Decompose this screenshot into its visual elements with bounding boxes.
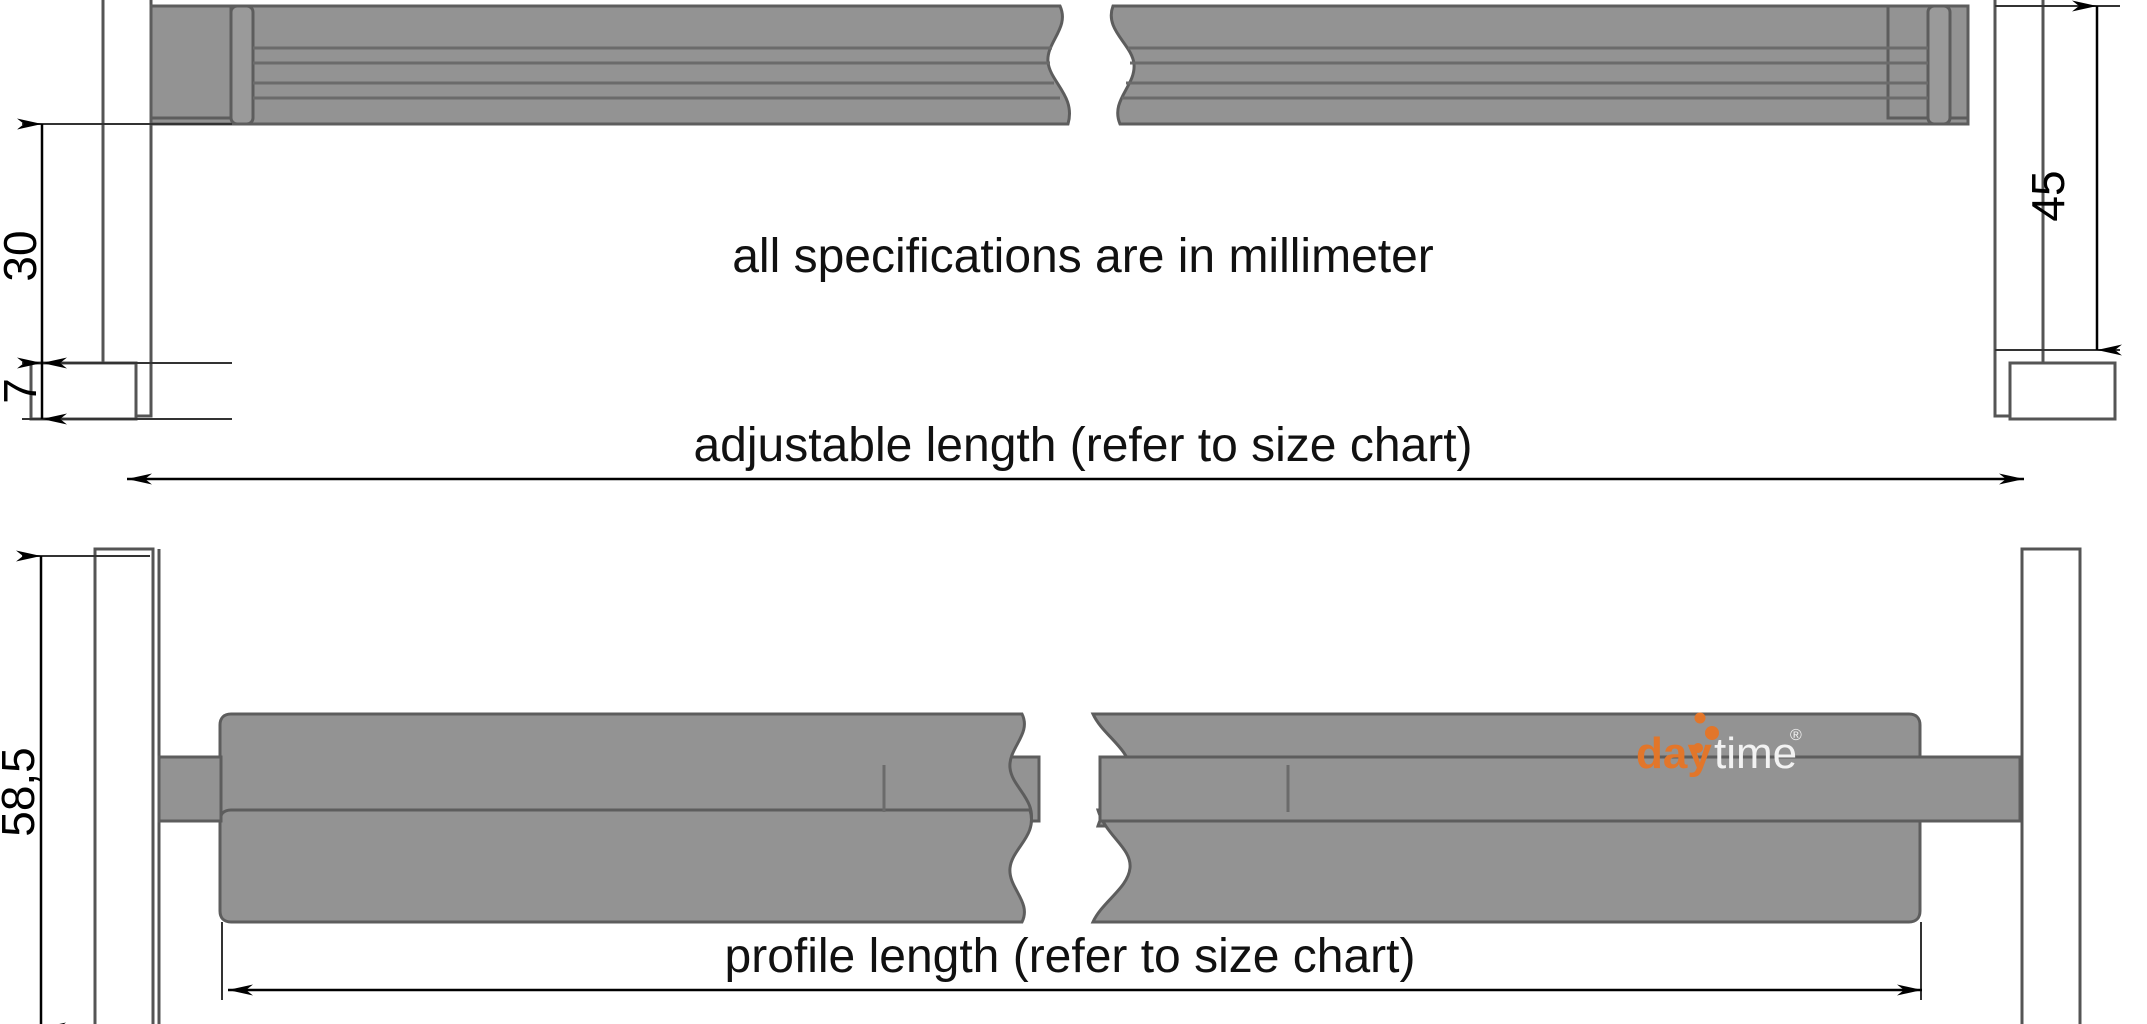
dimension-adjustable-length: adjustable length (refer to size chart) (127, 419, 2024, 485)
logo-text-time: time (1714, 729, 1797, 778)
logo-dot-small (1694, 712, 1706, 724)
top-view-left-bracket (229, 4, 255, 126)
top-view-right-endcap (1993, 0, 2045, 418)
front-view-web-right (1098, 755, 2022, 823)
logo-text-day: day (1636, 729, 1712, 778)
top-view-right-bracket (1926, 4, 1952, 126)
top-view-group: 30 7 45 all specifications are in millim… (0, 0, 2122, 485)
logo-registered-mark: ® (1790, 727, 1802, 744)
top-view-profile-left (149, 4, 1071, 126)
dimension-58-5-label: 58,5 (0, 747, 44, 837)
front-view-lower-rail-left (218, 808, 1033, 924)
top-view-right-foot (2008, 361, 2117, 421)
top-view-left-foot (29, 361, 138, 421)
units-note: all specifications are in millimeter (732, 230, 1434, 283)
logo-dot-tiny (1693, 743, 1703, 753)
top-view-ribs-left (253, 46, 1060, 100)
dimension-profile-length: profile length (refer to size chart) (228, 930, 1922, 996)
adjustable-length-label: adjustable length (refer to size chart) (693, 419, 1472, 472)
dimension-58-5: 58,5 (0, 550, 66, 1024)
front-view-group: 58,5 profile length (refer to size chart… (0, 547, 2082, 1024)
front-view-web-left-stub (157, 755, 223, 823)
daytime-logo: day time ® (1636, 712, 1802, 778)
profile-length-label: profile length (refer to size chart) (725, 930, 1416, 983)
front-view-left-endcap (93, 547, 155, 1024)
dimension-45: 45 (2022, 0, 2122, 356)
dimension-30: 30 (0, 118, 67, 369)
dimension-45-label: 45 (2022, 170, 2074, 221)
top-view-ribs-right (1122, 46, 1928, 100)
top-view-left-endcap (101, 0, 153, 418)
top-view-profile-right (1109, 4, 1970, 126)
dimension-30-label: 30 (0, 230, 46, 281)
front-view-lower-rail-right (1090, 808, 1922, 924)
logo-dot-medium (1705, 726, 1719, 740)
dimension-7-label: 7 (0, 378, 46, 404)
front-view-right-endcap (2020, 547, 2082, 1024)
dimension-7: 7 (0, 357, 67, 425)
